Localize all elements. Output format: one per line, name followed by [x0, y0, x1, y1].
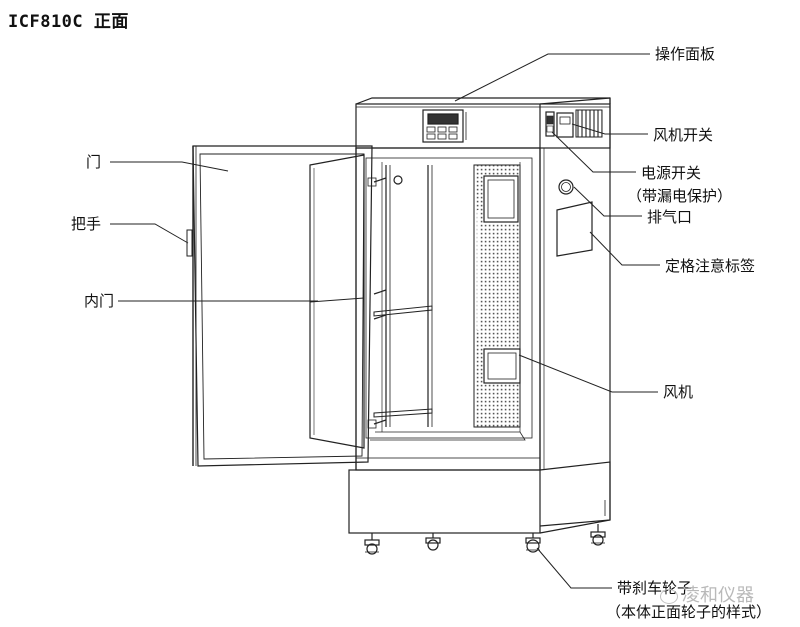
label-rating-label: 定格注意标签 [665, 257, 756, 275]
power-switch [545, 111, 555, 137]
leader-fan-switch [571, 123, 648, 135]
label-fan-switch: 风机开关 [653, 126, 714, 144]
fan-switch [556, 112, 574, 138]
label-door: 门 [86, 153, 102, 171]
leader-door [110, 161, 229, 172]
side-vent [575, 109, 603, 138]
control-panel [422, 109, 467, 143]
leader-exhaust-port [573, 186, 642, 217]
leader-lines [110, 53, 660, 589]
watermark-text: 凌和仪器 [682, 585, 754, 606]
leader-control-panel [454, 53, 650, 102]
caster-rear-right [590, 524, 606, 546]
label-control-panel: 操作面板 [655, 45, 716, 63]
leader-rating-label [589, 231, 660, 266]
exhaust-port [558, 179, 574, 195]
label-inner-door: 内门 [84, 292, 115, 310]
leader-handle [110, 223, 189, 244]
side-panel [539, 97, 611, 527]
shelves [373, 305, 433, 418]
label-exhaust-port: 排气口 [647, 208, 693, 226]
shelf-rails [373, 165, 433, 427]
label-power-switch: 电源开关 [641, 164, 702, 182]
cabinet-base [348, 461, 611, 534]
top-housing [355, 97, 611, 149]
leader-fan [518, 354, 658, 393]
rating-label [556, 201, 593, 257]
leader-casters [536, 547, 612, 589]
label-casters-note: （本体正面轮子的样式） [606, 603, 772, 621]
label-leakage-protection: （带漏电保护） [627, 187, 733, 205]
outer-door [192, 145, 373, 467]
leader-power-switch [551, 131, 636, 173]
page-title: ICF810C 正面 [8, 12, 129, 32]
fan-grille [393, 164, 521, 428]
label-fan: 风机 [663, 383, 694, 401]
label-handle: 把手 [71, 215, 102, 233]
caster-front-right [525, 533, 541, 553]
watermark: 凌和仪器 [660, 581, 754, 607]
caster-front-left [364, 533, 380, 555]
hinges [367, 177, 377, 429]
wechat-icon [660, 588, 678, 604]
caster-front-middle [425, 533, 441, 551]
